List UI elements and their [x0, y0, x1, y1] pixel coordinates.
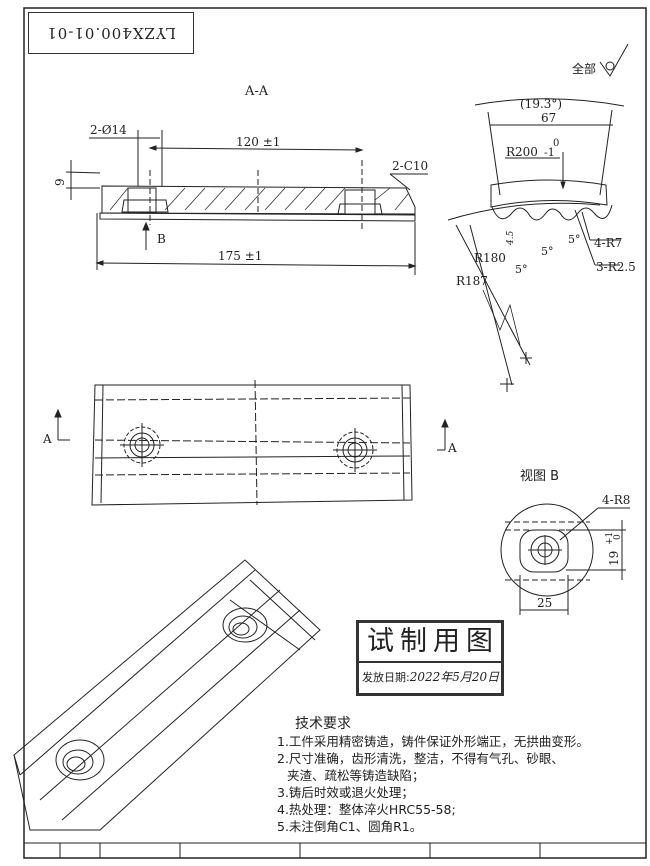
width-dim: 67: [541, 111, 556, 125]
view-b-radius-dim: 4-R8: [602, 493, 630, 507]
radius-tol-lower: -1: [544, 146, 555, 159]
surface-finish-icon: [599, 43, 629, 77]
radius-tol-upper: 0: [553, 138, 559, 149]
requirement-item: 4.热处理：整体淬火HRC55-58;: [277, 802, 456, 817]
requirement-item: 1.工件采用精密铸造，铸件保证外形端正，无拱曲变形。: [277, 734, 589, 749]
angle-label-a: 5°: [568, 233, 581, 246]
technical-requirements: 技术要求 1.工件采用精密铸造，铸件保证外形端正，无拱曲变形。 2.尺寸准确，齿…: [277, 716, 589, 835]
isometric-view: [13, 559, 321, 831]
requirement-item: 5.未注倒角C1、圆角R1。: [277, 819, 423, 834]
drawing-border: [23, 7, 647, 859]
fillet-radius-dim: 3-R2.5: [596, 260, 636, 274]
section-title: A-A: [244, 84, 269, 99]
trial-drawing-stamp: 试制用图 发放日期:2022年5月20日: [356, 620, 504, 696]
plan-view: [54, 379, 449, 506]
profile-view: [447, 98, 625, 392]
title-block-strip: [24, 842, 646, 858]
angle-label-b: 5°: [541, 245, 554, 258]
hole-dim: 2-Ø14: [90, 123, 127, 137]
handwritten-dim: 4.5: [506, 230, 516, 246]
r180-dim: R180: [474, 251, 506, 265]
angle-label-c: 5°: [515, 263, 528, 276]
view-b-title: 视图 B: [520, 469, 559, 484]
section-mark-left: A: [42, 432, 52, 446]
depth-dim: 9: [53, 178, 67, 186]
pitch-dim: 120 ±1: [236, 135, 280, 149]
surface-finish-label: 全部: [572, 61, 596, 76]
view-b: [500, 503, 630, 615]
radius-dim: R200: [506, 145, 538, 159]
view-b-arrow-label: B: [157, 232, 166, 246]
view-b-width-dim: 25: [537, 596, 552, 610]
angle-dim: (19.3°): [520, 97, 562, 111]
requirements-heading: 技术要求: [295, 716, 351, 732]
chamfer-dim: 2-C10: [392, 159, 428, 173]
requirement-item: 2.尺寸准确，齿形清洗，整洁，不得有气孔、砂眼、: [277, 751, 564, 766]
length-dim: 175 ±1: [218, 249, 262, 263]
section-mark-right: A: [447, 441, 457, 455]
stamp-date-label: 发放日期:: [362, 671, 410, 684]
section-aa-view: [65, 130, 428, 275]
groove-radius-dim: 4-R7: [594, 236, 622, 250]
requirement-item: 夹渣、疏松等铸造缺陷；: [287, 768, 425, 783]
view-b-height-tol-upper: +1: [605, 532, 615, 545]
stamp-title: 试制用图: [359, 623, 501, 663]
requirement-item: 3.铸后时效或退火处理；: [277, 785, 414, 800]
r187-dim: R187: [456, 274, 488, 288]
view-b-height-tol-lower: 0: [613, 534, 623, 540]
stamp-date-value: 2022年5月20日: [409, 670, 500, 684]
view-b-height-dim: 19: [607, 551, 621, 566]
